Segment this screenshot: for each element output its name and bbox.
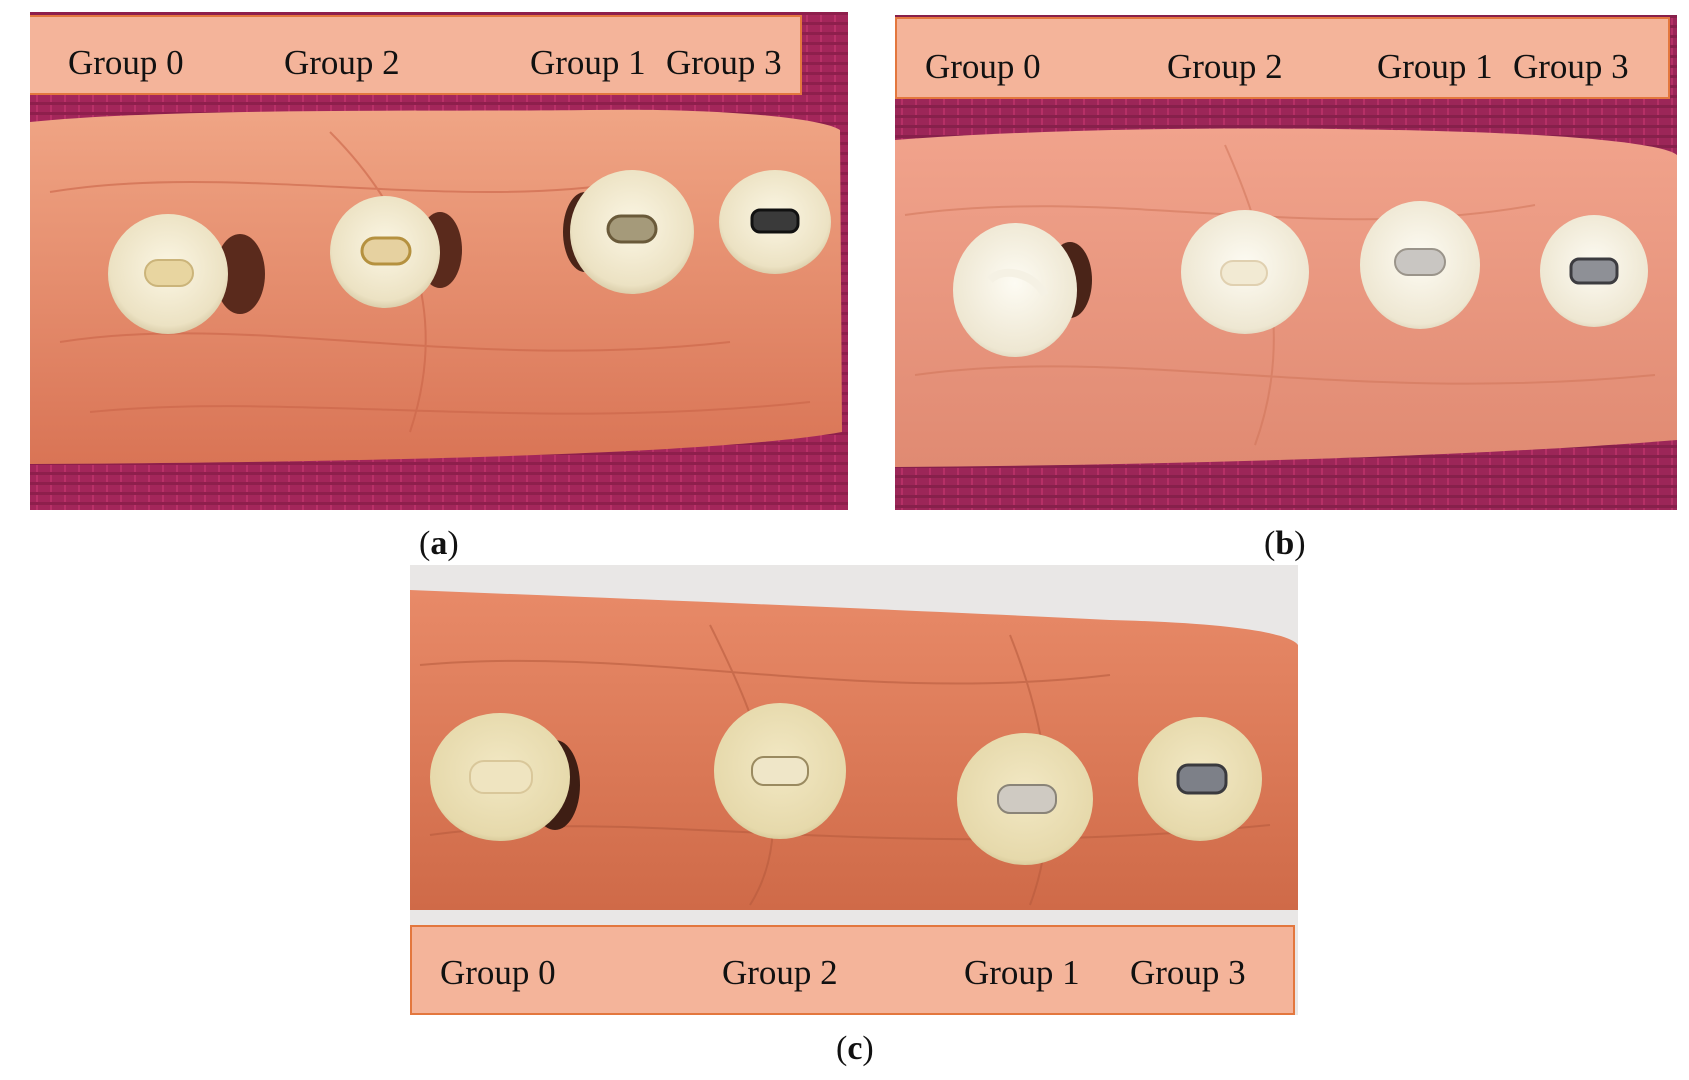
tooth-b-group-3 <box>1540 215 1648 327</box>
tooth-group-1 <box>563 170 694 294</box>
tooth-group-2 <box>330 196 462 308</box>
panel-c-photo: Group 0 Group 2 Group 1 Group 3 <box>410 565 1298 1015</box>
panel-b-label-bar: Group 0 Group 2 Group 1 Group 3 <box>895 17 1670 99</box>
panel-a-label-group-1: Group 1 <box>530 43 646 82</box>
tooth-c-group-2 <box>714 703 846 839</box>
panel-c-caption: (c) <box>836 1030 874 1067</box>
panel-a-caption: (a) <box>419 525 459 562</box>
panel-a-label-group-2: Group 2 <box>284 43 400 82</box>
panel-a-label-bar: Group 0 Group 2 Group 1 Group 3 <box>30 15 802 95</box>
tooth-b-group-0 <box>953 223 1092 357</box>
panel-b-image <box>895 15 1677 510</box>
panel-a-label-group-3: Group 3 <box>666 43 782 82</box>
tooth-group-3 <box>719 170 831 274</box>
panel-a-image <box>30 12 848 510</box>
panel-c-label-bar: Group 0 Group 2 Group 1 Group 3 <box>410 925 1295 1015</box>
panel-b-label-group-3: Group 3 <box>1513 47 1629 86</box>
tooth-c-group-3 <box>1138 717 1262 841</box>
panel-c-label-group-3: Group 3 <box>1130 953 1246 992</box>
panel-b-photo: Group 0 Group 2 Group 1 Group 3 <box>895 15 1677 510</box>
tooth-b-group-2 <box>1181 210 1309 334</box>
panel-b-label-group-2: Group 2 <box>1167 47 1283 86</box>
panel-c-label-group-2: Group 2 <box>722 953 838 992</box>
panel-b-label-group-0: Group 0 <box>925 47 1041 86</box>
tooth-group-0 <box>108 214 265 334</box>
panel-a-photo: Group 0 Group 2 Group 1 Group 3 <box>30 12 848 510</box>
tooth-b-group-1 <box>1360 201 1480 329</box>
panel-c-label-group-1: Group 1 <box>964 953 1080 992</box>
panel-b-caption: (b) <box>1264 525 1306 562</box>
tooth-c-group-0 <box>430 713 580 841</box>
tooth-c-group-1 <box>957 733 1093 865</box>
panel-a-label-group-0: Group 0 <box>68 43 184 82</box>
panel-c-label-group-0: Group 0 <box>440 953 556 992</box>
panel-b-label-group-1: Group 1 <box>1377 47 1493 86</box>
